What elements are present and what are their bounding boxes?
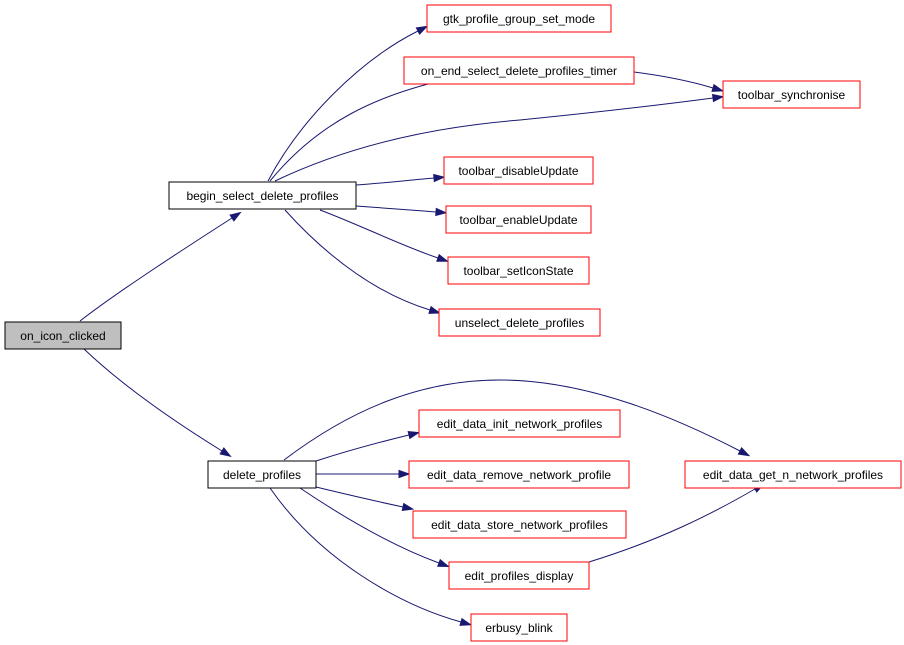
- node-label: gtk_profile_group_set_mode: [443, 12, 595, 26]
- node-label: toolbar_enableUpdate: [459, 213, 577, 227]
- edge-on-icon-clicked-to-begin-select-delete-profiles: [79, 211, 242, 322]
- edge-line: [269, 79, 445, 182]
- node-label: toolbar_setIconState: [463, 264, 573, 278]
- node-edit-data-init-network-profiles[interactable]: edit_data_init_network_profiles: [418, 409, 621, 438]
- arrowhead: [219, 447, 232, 458]
- node-unselect-delete-profiles[interactable]: unselect_delete_profiles: [438, 308, 601, 337]
- edge-line: [269, 487, 462, 623]
- arrowhead: [398, 469, 411, 479]
- arrowhead: [711, 93, 725, 103]
- edge-line: [283, 379, 741, 461]
- edge-line: [267, 30, 419, 182]
- node-label: begin_select_delete_profiles: [186, 189, 338, 203]
- arrowhead: [407, 431, 421, 440]
- edge-line: [315, 486, 404, 508]
- node-toolbar-enableupdate[interactable]: toolbar_enableUpdate: [445, 205, 592, 234]
- edge-line: [299, 487, 440, 564]
- arrowhead: [428, 305, 441, 314]
- edge-delete-profiles-to-edit-data-store-network-profiles: [315, 486, 415, 512]
- node-erbusy-blink[interactable]: erbusy_blink: [470, 613, 568, 642]
- edge-line: [284, 209, 431, 311]
- edge-line: [355, 205, 437, 213]
- edge-line: [79, 217, 233, 322]
- arrowhead: [415, 25, 429, 35]
- node-label: toolbar_synchronise: [738, 88, 846, 102]
- arrowhead: [711, 83, 725, 92]
- arrowhead: [437, 558, 450, 568]
- node-toolbar-seticonstate[interactable]: toolbar_setIconState: [447, 256, 590, 285]
- node-edit-profiles-display[interactable]: edit_profiles_display: [448, 561, 590, 590]
- node-edit-data-get-n-network-profiles[interactable]: edit_data_get_n_network_profiles: [684, 460, 902, 489]
- node-label: unselect_delete_profiles: [455, 316, 584, 330]
- node-toolbar-disableupdate[interactable]: toolbar_disableUpdate: [443, 156, 594, 185]
- edge-line: [633, 71, 714, 89]
- edge-begin-select-delete-profiles-to-toolbar-enableUpdate: [355, 205, 448, 217]
- node-label: on_icon_clicked: [20, 329, 105, 343]
- node-label: delete_profiles: [223, 468, 301, 482]
- node-label: edit_data_store_network_profiles: [431, 518, 608, 532]
- edge-on-end-select-delete-profiles-timer-to-toolbar-synchronise: [633, 71, 725, 92]
- nodes-layer: on_icon_clicked begin_select_delete_prof…: [4, 4, 902, 642]
- node-on-end-select-delete-profiles-timer[interactable]: on_end_select_delete_profiles_timer: [403, 56, 635, 85]
- edge-line: [83, 348, 223, 452]
- edge-on-icon-clicked-to-delete-profiles: [83, 348, 232, 458]
- arrowhead: [433, 173, 446, 183]
- node-begin-select-delete-profiles[interactable]: begin_select_delete_profiles: [168, 181, 357, 210]
- node-label: on_end_select_delete_profiles_timer: [421, 64, 617, 78]
- edge-delete-profiles-to-edit-data-get-n-network-profiles: [283, 379, 751, 461]
- node-gtk-profile-group-set-mode[interactable]: gtk_profile_group_set_mode: [426, 4, 612, 33]
- node-label: erbusy_blink: [485, 621, 553, 635]
- edge-line: [319, 209, 439, 259]
- node-edit-data-remove-network-profile[interactable]: edit_data_remove_network_profile: [408, 460, 630, 489]
- node-label: edit_data_init_network_profiles: [437, 417, 602, 431]
- edge-delete-profiles-to-edit-data-init-network-profiles: [315, 431, 421, 462]
- node-toolbar-synchronise[interactable]: toolbar_synchronise: [722, 80, 861, 109]
- edge-delete-profiles-to-erbusy-blink: [269, 487, 473, 626]
- node-label: edit_data_get_n_network_profiles: [703, 468, 883, 482]
- node-label: edit_profiles_display: [465, 569, 574, 583]
- edge-begin-select-delete-profiles-to-unselect-delete-profiles: [284, 209, 441, 314]
- arrowhead: [436, 253, 449, 262]
- node-delete-profiles[interactable]: delete_profiles: [207, 460, 317, 489]
- node-on-icon-clicked[interactable]: on_icon_clicked: [4, 321, 122, 350]
- arrowhead: [737, 447, 751, 457]
- node-label: toolbar_disableUpdate: [458, 164, 578, 178]
- arrowhead: [229, 211, 242, 222]
- edge-line: [274, 97, 714, 182]
- node-label: edit_data_remove_network_profile: [427, 468, 611, 482]
- edge-begin-select-delete-profiles-to-toolbar-synchronise: [274, 93, 725, 182]
- edge-begin-select-delete-profiles-to-gtk-profile-group-set-mode: [267, 25, 429, 182]
- edge-line: [355, 177, 435, 186]
- node-edit-data-store-network-profiles[interactable]: edit_data_store_network_profiles: [412, 510, 627, 539]
- edge-line: [588, 488, 756, 563]
- arrowhead: [401, 502, 415, 512]
- edge-begin-select-delete-profiles-to-toolbar-disableUpdate: [355, 173, 446, 186]
- edge-delete-profiles-to-edit-data-remove-network-profile: [316, 469, 411, 479]
- arrowhead: [459, 617, 473, 626]
- edge-begin-select-delete-profiles-to-toolbar-setIconState: [319, 209, 449, 262]
- arrowhead: [435, 207, 448, 217]
- edge-delete-profiles-to-edit-profiles-display: [299, 487, 450, 568]
- edge-begin-select-delete-profiles-to-on-end-select-delete-profiles-timer: [269, 76, 456, 182]
- edge-line: [315, 434, 410, 462]
